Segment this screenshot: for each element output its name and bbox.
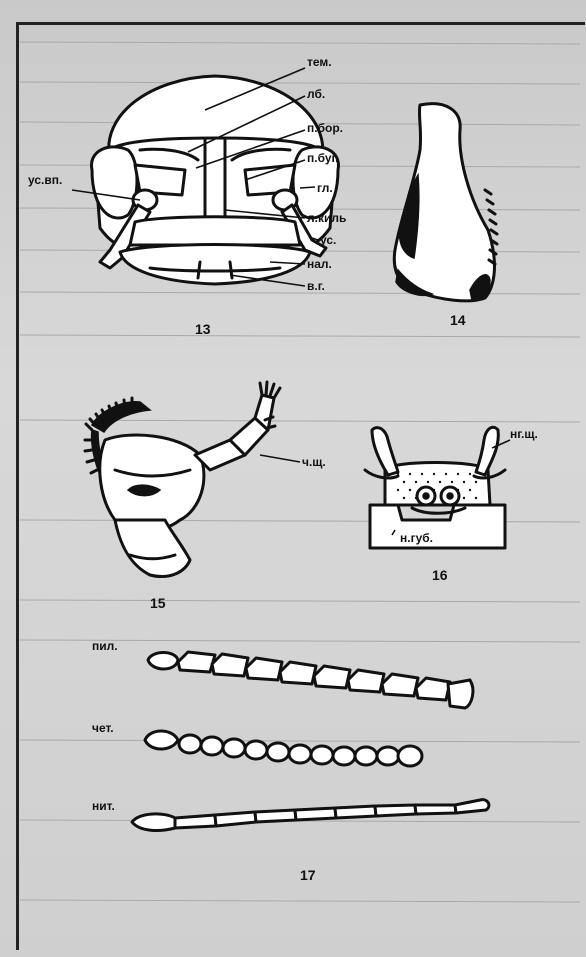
fig13-head-front <box>92 76 339 284</box>
label-n-gub: н.губ. <box>400 531 433 545</box>
fig14-mandible: 14 <box>394 104 497 328</box>
fig13-number: 13 <box>195 321 211 337</box>
filiform-antenna <box>132 800 489 831</box>
label-chet: чет. <box>92 721 114 735</box>
label-nal: нал. <box>307 257 332 271</box>
label-p-bor: п.бор. <box>307 121 343 135</box>
fig15-number: 15 <box>150 595 166 611</box>
label-us-vp: ус.вп. <box>28 173 62 187</box>
label-gl: гл. <box>317 181 333 195</box>
fig17-number: 17 <box>300 867 316 883</box>
moniliform-antenna <box>145 731 422 766</box>
label-ch-shch: ч.щ. <box>302 455 326 469</box>
label-lb: лб. <box>307 87 325 101</box>
label-ng-shch: нг.щ. <box>510 427 538 441</box>
label-tem: тем. <box>307 55 332 69</box>
serrate-antenna <box>148 652 473 708</box>
label-pil: пил. <box>92 639 118 653</box>
fig14-number: 14 <box>450 312 466 328</box>
label-us: ус. <box>320 233 336 247</box>
label-p-bug: п.буг. <box>307 151 339 165</box>
fig16-labium: нг.щ. н.губ. 16 <box>365 427 538 583</box>
fig17-antennae: пил. чет. нит. 17 <box>92 639 489 883</box>
fig15-maxilla: ч.щ. 15 <box>85 382 326 611</box>
label-v-g: в.г. <box>307 279 325 293</box>
fig16-number: 16 <box>432 567 448 583</box>
label-l-kil: л.киль <box>307 211 346 225</box>
label-nit: нит. <box>92 799 115 813</box>
